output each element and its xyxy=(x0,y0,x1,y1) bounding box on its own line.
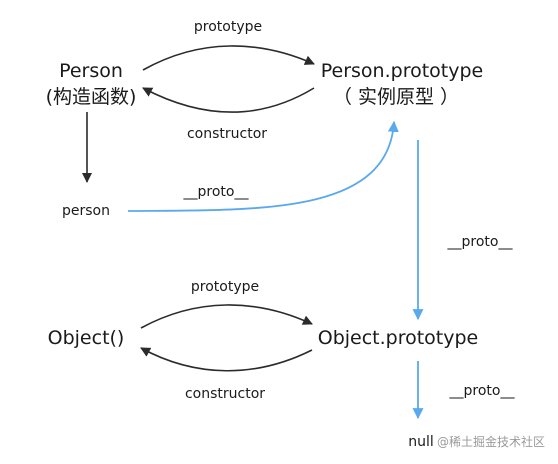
person-constructor-label: constructor xyxy=(187,126,267,142)
person-prototype-arrow xyxy=(142,45,315,71)
object-constructor-arrow xyxy=(140,347,313,372)
person-prototype-desc: （ 实例原型 ） xyxy=(333,86,459,108)
null-node-name: null xyxy=(408,434,434,450)
person-prototype-proto-label: __proto__ xyxy=(447,234,514,250)
person-constructor-desc: (构造函数) xyxy=(46,86,137,108)
person-prototype-label: prototype xyxy=(194,19,262,35)
person-prototype-name: Person.prototype xyxy=(321,60,483,82)
watermark-text: @稀土掘金技术社区 xyxy=(437,434,545,449)
instance-proto-label: __proto__ xyxy=(183,184,250,200)
person-constructor-arrow xyxy=(142,87,315,113)
object-constructor-label: constructor xyxy=(185,386,265,402)
object-prototype-name: Object.prototype xyxy=(318,327,479,349)
object-prototype-proto-label: __proto__ xyxy=(449,383,516,399)
instance-proto-arrow xyxy=(127,120,399,212)
person-constructor-name: Person xyxy=(59,60,123,82)
object-prototype-arrow xyxy=(140,304,313,329)
person-instance-name: person xyxy=(62,203,110,219)
object-constructor-name: Object() xyxy=(48,327,125,349)
object-prototype-label: prototype xyxy=(191,279,259,295)
